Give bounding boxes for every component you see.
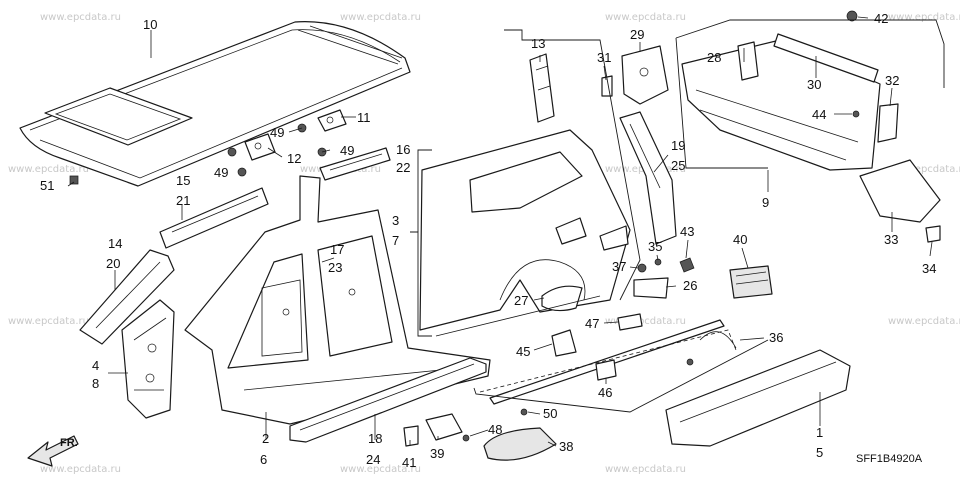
front-arrow-label: FR. bbox=[60, 437, 78, 449]
callout-label: 11 bbox=[357, 110, 371, 125]
callout-label: 20 bbox=[106, 256, 120, 271]
callout-label: 32 bbox=[885, 73, 899, 88]
callout-label: 35 bbox=[648, 239, 662, 254]
callout-label: 41 bbox=[402, 455, 416, 470]
outer-panel-drawing bbox=[419, 129, 631, 331]
sill-parts-drawing bbox=[289, 319, 851, 461]
pillar-parts-drawing bbox=[79, 249, 175, 419]
callout-label: 14 bbox=[108, 236, 122, 251]
callout-label: 16 bbox=[396, 142, 410, 157]
callout-label: 4 bbox=[92, 358, 99, 373]
callout-label: 37 bbox=[612, 259, 626, 274]
callout-label: 30 bbox=[807, 77, 821, 92]
callout-label: 46 bbox=[598, 385, 612, 400]
callout-label: 47 bbox=[585, 316, 599, 331]
brackets bbox=[410, 19, 945, 413]
callout-label: 1 bbox=[816, 425, 823, 440]
callout-label: 50 bbox=[543, 406, 557, 421]
diagram-code: SFF1B4920A bbox=[856, 453, 923, 465]
callout-label: 3 bbox=[392, 213, 399, 228]
watermark: www.epcdata.ru bbox=[605, 12, 686, 23]
callout-label: 40 bbox=[733, 232, 747, 247]
callout-label: 48 bbox=[488, 422, 502, 437]
callout-label: 21 bbox=[176, 193, 190, 208]
watermark: www.epcdata.ru bbox=[605, 316, 686, 327]
watermark: www.epcdata.ru bbox=[340, 464, 421, 475]
callout-label: 15 bbox=[176, 173, 190, 188]
callout-label: 49 bbox=[340, 143, 354, 158]
callout-label: 7 bbox=[392, 233, 399, 248]
watermark: www.epcdata.ru bbox=[888, 164, 960, 175]
callout-label: 18 bbox=[368, 431, 382, 446]
callout-label: 51 bbox=[40, 178, 54, 193]
callout-label: 12 bbox=[287, 151, 301, 166]
watermark: www.epcdata.ru bbox=[888, 316, 960, 327]
callout-label: 39 bbox=[430, 446, 444, 461]
watermark: www.epcdata.ru bbox=[40, 12, 121, 23]
callout-label: 27 bbox=[514, 293, 528, 308]
callout-label: 29 bbox=[630, 27, 644, 42]
callout-label: 23 bbox=[328, 260, 342, 275]
callout-label: 17 bbox=[330, 242, 344, 257]
rear-panel-drawing bbox=[681, 10, 941, 243]
callout-label: 19 bbox=[671, 138, 685, 153]
callout-label: 10 bbox=[143, 17, 157, 32]
front-direction-arrow: FR. bbox=[27, 435, 79, 467]
watermark: www.epcdata.ru bbox=[8, 316, 89, 327]
callout-label: 22 bbox=[396, 160, 410, 175]
callout-numbers: 10 11 12 49 49 49 16 22 51 15 21 14 20 4… bbox=[40, 11, 936, 470]
callout-label: 13 bbox=[531, 36, 545, 51]
callout-label: 31 bbox=[597, 50, 611, 65]
callout-label: 9 bbox=[762, 195, 769, 210]
callout-label: 36 bbox=[769, 330, 783, 345]
callout-label: 34 bbox=[922, 261, 936, 276]
callout-label: 8 bbox=[92, 376, 99, 391]
callout-label: 28 bbox=[707, 50, 721, 65]
callout-label: 43 bbox=[680, 224, 694, 239]
callout-label: 5 bbox=[816, 445, 823, 460]
callout-label: 38 bbox=[559, 439, 573, 454]
callout-label: 6 bbox=[260, 452, 267, 467]
roof-panel-drawing bbox=[19, 21, 411, 187]
roof-fittings-drawing bbox=[69, 109, 391, 249]
watermark: www.epcdata.ru bbox=[888, 12, 960, 23]
watermark: www.epcdata.ru bbox=[605, 464, 686, 475]
small-parts-drawing bbox=[541, 257, 773, 357]
leader-lines bbox=[67, 16, 933, 447]
watermark: www.epcdata.ru bbox=[40, 464, 121, 475]
callout-label: 44 bbox=[812, 107, 826, 122]
watermark: www.epcdata.ru bbox=[8, 164, 89, 175]
watermark: www.epcdata.ru bbox=[340, 12, 421, 23]
callout-label: 24 bbox=[366, 452, 380, 467]
rear-pillar-parts-drawing bbox=[529, 45, 677, 245]
callout-label: 42 bbox=[874, 11, 888, 26]
callout-label: 2 bbox=[262, 431, 269, 446]
side-frame-drawing bbox=[184, 175, 491, 425]
callout-label: 25 bbox=[671, 158, 685, 173]
callout-label: 49 bbox=[214, 165, 228, 180]
callout-label: 26 bbox=[683, 278, 697, 293]
callout-label: 33 bbox=[884, 232, 898, 247]
callout-label: 49 bbox=[270, 125, 284, 140]
callout-label: 45 bbox=[516, 344, 530, 359]
